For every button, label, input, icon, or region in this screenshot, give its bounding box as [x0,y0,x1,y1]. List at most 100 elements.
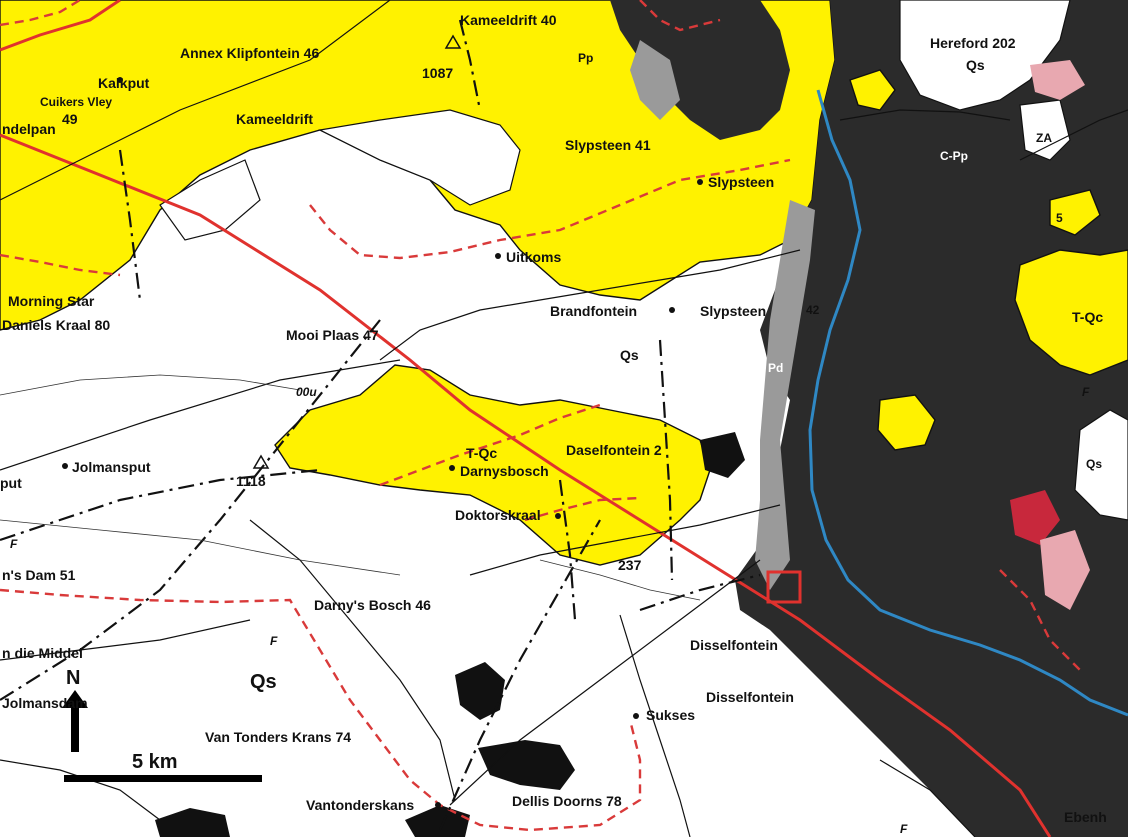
farm-label-slypsteen-41: Slypsteen 41 [565,137,651,153]
spot-height-1118: 1118 [236,473,266,489]
north-arrow: N [62,667,88,752]
unit-label-5: 5 [1056,211,1063,225]
unit-label-pd: Pd [768,361,783,375]
outcrop-5 [700,432,745,478]
unit-label-tqc-east: T-Qc [1072,309,1103,325]
secondary-road [0,0,121,52]
outcrop-2 [478,740,575,790]
scale-bar [64,775,262,782]
pink-unit-2 [1040,530,1090,610]
dashdot-line-4 [118,149,142,301]
farm-label-jolmansput: Jolmansput [72,459,151,475]
dashdot-line-5 [458,19,482,111]
farm-label-disselfontein-2: Disselfontein [706,689,794,705]
spot-height-1087: 1087 [422,65,453,81]
dot-uitkoms [495,253,501,259]
farm-label-die-middel: n die Middel [2,645,83,661]
yellow-unit-tqc-east [1014,249,1128,376]
outcrop-4 [155,808,230,837]
unit-label-tqc-central: T-Qc [466,445,497,461]
dashdot-line-1 [0,319,381,701]
farm-label-darnysbosch: Darnysbosch [460,463,549,479]
farm-line-4 [449,559,761,806]
outcrop-1 [455,662,505,720]
farm-label-ebenhaezer: Ebenh [1064,809,1107,825]
study-site-marker [766,570,802,604]
dark-unit-north [610,0,790,140]
fossil-mark-4: F [1082,385,1090,399]
white-area-hereford [899,0,1071,111]
yellow-unit-central [274,364,711,566]
unit-label-qs-hereford: Qs [966,57,985,73]
boundary-central-south [524,496,641,522]
dot-jolmansput [62,463,68,469]
farm-label-hereford: Hereford 202 [930,35,1016,51]
unit-label-cpp: C-Pp [940,149,968,163]
farm-line-9 [839,109,1011,121]
dot-slypsteen [697,179,703,185]
farm-line-5 [379,249,801,361]
farm-line-7 [0,619,251,661]
farm-label-kameeldrift: Kameeldrift [236,111,313,127]
farm-label-doktorskraal: Doktorskraal [455,507,541,523]
farm-label-van-tonders-krans: Van Tonders Krans 74 [205,729,351,745]
unit-label-pp: Pp [578,51,593,65]
unit-labels: Qs Qs Qs Qs T-Qc T-Qc Pp ZA C-Pp Pd 42 5 [250,51,1103,693]
farm-label-kalkput: Kalkput [98,75,150,91]
spot-height-237: 237 [618,557,642,573]
farm-label-slypsteen: Slypsteen [708,174,774,190]
farm-labels: Kameeldrift 40 Annex Klipfontein 46 Here… [0,12,1107,825]
farm-label-annex-klipfontein: Annex Klipfontein 46 [180,45,319,61]
yellow-pocket-3 [1049,189,1101,236]
unit-label-qs-central: Qs [620,347,639,363]
white-area-za [1019,99,1071,161]
white-area-qs-east [1074,409,1128,521]
dashdot-line-2 [438,519,601,831]
boundary-south [0,588,642,832]
boundary-dark-edge [999,569,1081,671]
farm-label-ns-dam: n's Dam 51 [2,567,76,583]
white-lobe-kameeldrift [159,159,261,241]
farm-label-sukses: Sukses [646,707,695,723]
boundary-north [309,158,791,260]
contour-label: 00u [296,385,317,399]
north-arrow-head [62,690,88,708]
farm-line-6 [469,504,781,576]
boundary-west [0,253,121,277]
main-road [0,133,1052,837]
boundary-far-north [0,0,81,27]
farm-label-kameeldrift-40: Kameeldrift 40 [460,12,557,28]
farm-label-jolmansdam: Jolmansdam [2,695,88,711]
farm-label-uitkoms: Uitkoms [506,249,561,265]
farm-label-cuikers-vley: Cuikers Vley [40,95,112,109]
north-arrow-label: N [66,667,80,689]
scale-bar-label: 5 km [132,751,178,773]
dot-sukses [633,713,639,719]
farm-line-1 [0,0,391,201]
dot-darnysbosch [449,465,455,471]
dashdot-line-3 [0,468,321,542]
farm-label-put: put [0,475,22,491]
farm-label-mooi-plaas: Mooi Plaas 47 [286,327,379,343]
spot-height-1118-triangle [252,454,270,469]
farm-line-12 [879,759,976,837]
unit-label-qs-east: Qs [1086,457,1102,471]
yellow-pocket-2 [877,394,936,451]
contour-line-3 [539,559,701,601]
dot-vantonderskans [435,802,441,808]
spot-height-1087-triangle [444,34,462,49]
dot-brandfontein [669,307,675,313]
farm-line-3 [249,519,456,801]
contour-line-1 [0,374,301,396]
farm-label-slypsteen-2: Slypsteen [700,303,766,319]
river [808,89,1128,717]
fossil-mark-2: F [270,634,278,648]
farm-label-dasselfontein: Daselfontein 2 [566,442,662,458]
contour-line-2 [0,519,401,576]
farm-label-disselfontein-1: Disselfontein [690,637,778,653]
yellow-pocket-1 [849,69,896,111]
farm-line-8 [619,614,691,837]
pink-unit-1 [1030,60,1085,100]
